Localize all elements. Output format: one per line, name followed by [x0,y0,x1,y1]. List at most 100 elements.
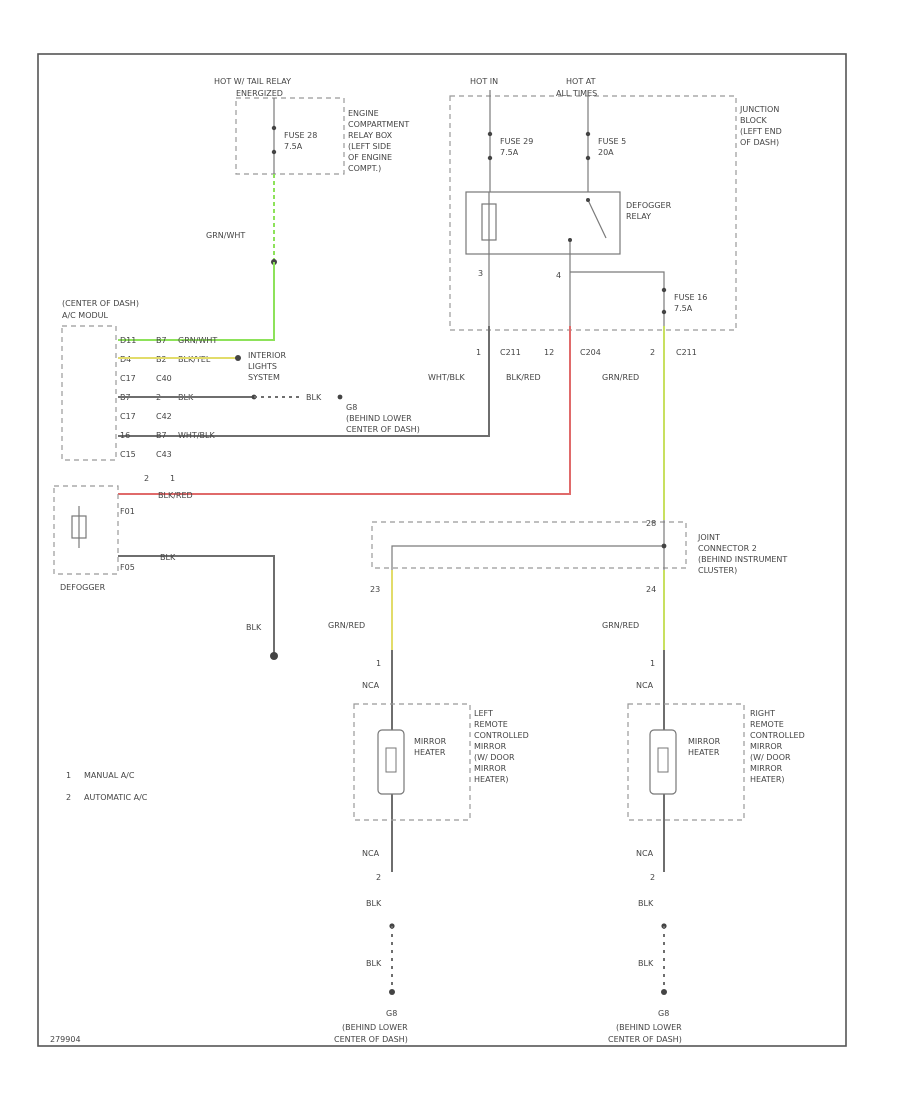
ac-row3-a: C17 [120,374,136,383]
right-g8-c: CENTER OF DASH) [608,1035,682,1044]
grn-wht-label: GRN/WHT [206,231,245,240]
hot-tail-relay-label: HOT W/ TAIL RELAY [214,77,291,86]
fuse28-label: FUSE 28 [284,131,317,140]
center-dash-label: (CENTER OF DASH) [62,299,139,308]
defogger-f01: F01 [120,507,135,516]
ac-row6-a: 16 [120,431,130,440]
blk-red-mid-label: BLK/RED [158,491,193,500]
grn-wht-wire-lower [118,262,275,341]
ac-row3-b: C40 [156,374,172,383]
left-blk-2: BLK [366,959,382,968]
fuse16-bottom-node [661,309,667,315]
relay-switch-pivot [586,198,590,202]
ac-row5-b: C42 [156,412,172,421]
right-g8-a: G8 [658,1009,669,1018]
joint-desc-1: JOINT [697,533,720,542]
relay-switch-node [568,238,572,242]
fuse29-top-node [487,131,493,137]
joint-connector-2 [371,521,687,569]
defogger-relay [465,191,621,255]
blk-mid-label: BLK [160,553,176,562]
left-mirror-box [353,703,471,821]
g8-top-c: CENTER OF DASH) [346,425,420,434]
left-pin2: 2 [376,873,381,882]
engine-box-desc-2: COMPARTMENT [348,120,409,129]
right-mirror-resistor [657,747,669,773]
fuse5-amp: 20A [598,148,614,157]
legend-1-text: MANUAL A/C [84,771,135,780]
c211-pin1: 1 [476,348,481,357]
ac-row7-a: C15 [120,450,136,459]
ac-row2-b: B2 [156,355,167,364]
fuse28-amp: 7.5A [284,142,303,151]
left-g8-a: G8 [386,1009,397,1018]
joint-pin28: 28 [646,519,656,528]
ac-row2-a: D4 [120,355,131,364]
junction-desc-3: (LEFT END [740,127,782,136]
left-desc-2: REMOTE [474,720,508,729]
ac-row6-b: B7 [156,431,167,440]
ac-module [61,325,117,461]
relay-switch-arm [587,199,607,239]
ac-row5-a: C17 [120,412,136,421]
blk-short-label: BLK [306,393,322,402]
ac-row1-c: GRN/WHT [178,336,217,345]
hot-at-label: HOT AT [566,77,596,86]
relay-pin3: 3 [478,269,483,278]
wht-blk-label: WHT/BLK [428,373,465,382]
g8-top-b: (BEHIND LOWER [346,414,412,423]
fuse28-top-node [271,125,277,131]
fuse16-top-node [661,287,667,293]
junction-desc-2: BLOCK [740,116,768,125]
joint-desc-3: (BEHIND INSTRUMENT [698,555,787,564]
grn-red-left-label: GRN/RED [328,621,365,630]
defogger-ground-wire [118,555,275,654]
right-desc-7: HEATER) [750,775,785,784]
blk-red-wire [118,326,571,495]
fuse28-bottom-node [271,149,277,155]
joint-desc-4: CLUSTER) [698,566,737,575]
c211-pin2: 2 [650,348,655,357]
right-desc-2: REMOTE [750,720,784,729]
left-blk-1: BLK [366,899,382,908]
left-mirror-element [377,729,405,795]
defogger-f05: F05 [120,563,135,572]
interior-lights-1: INTERIOR [248,351,287,360]
right-desc-5: (W/ DOOR [750,753,791,762]
joint-desc-2: CONNECTOR 2 [698,544,757,553]
joint-pin24: 24 [646,585,656,594]
right-mirror-box [627,703,745,821]
engine-relay-box [235,97,345,175]
ac-row7-b: C43 [156,450,172,459]
ac-row1-a: D11 [120,336,136,345]
fuse16-label: FUSE 16 [674,293,707,302]
left-desc-1: LEFT [474,709,493,718]
fuse5-label: FUSE 5 [598,137,626,146]
right-nca-top: NCA [636,681,654,690]
defogger-label: DEFOGGER [60,583,106,592]
ac-row1-b: B7 [156,336,167,345]
defogger-relay-desc-2: RELAY [626,212,651,221]
fuse5-bottom-node [585,155,591,161]
energized-label: ENERGIZED [236,89,283,98]
ac-blk-node-2 [337,394,343,400]
blk-ground-label: BLK [246,623,262,632]
junction-desc-1: JUNCTION [739,105,779,114]
left-g8-b: (BEHIND LOWER [342,1023,408,1032]
left-nca-bottom: NCA [362,849,380,858]
fuse16-amp: 7.5A [674,304,693,313]
right-desc-1: RIGHT [750,709,775,718]
grn-red-right-label: GRN/RED [602,621,639,630]
defogger-relay-desc-1: DEFOGGER [626,201,672,210]
ac-row2-c: BLK/YEL [178,355,211,364]
legend-2-num: 2 [66,793,71,802]
interior-lights-3: SYSTEM [248,373,280,382]
right-desc-3: CONTROLLED [750,731,805,740]
wht-blk-wire [118,326,490,437]
hot-in-label: HOT IN [470,77,498,86]
junction-desc-4: OF DASH) [740,138,779,147]
defogger-box [53,485,119,575]
legend-1-num: 1 [66,771,71,780]
interior-lights-node [235,355,241,361]
